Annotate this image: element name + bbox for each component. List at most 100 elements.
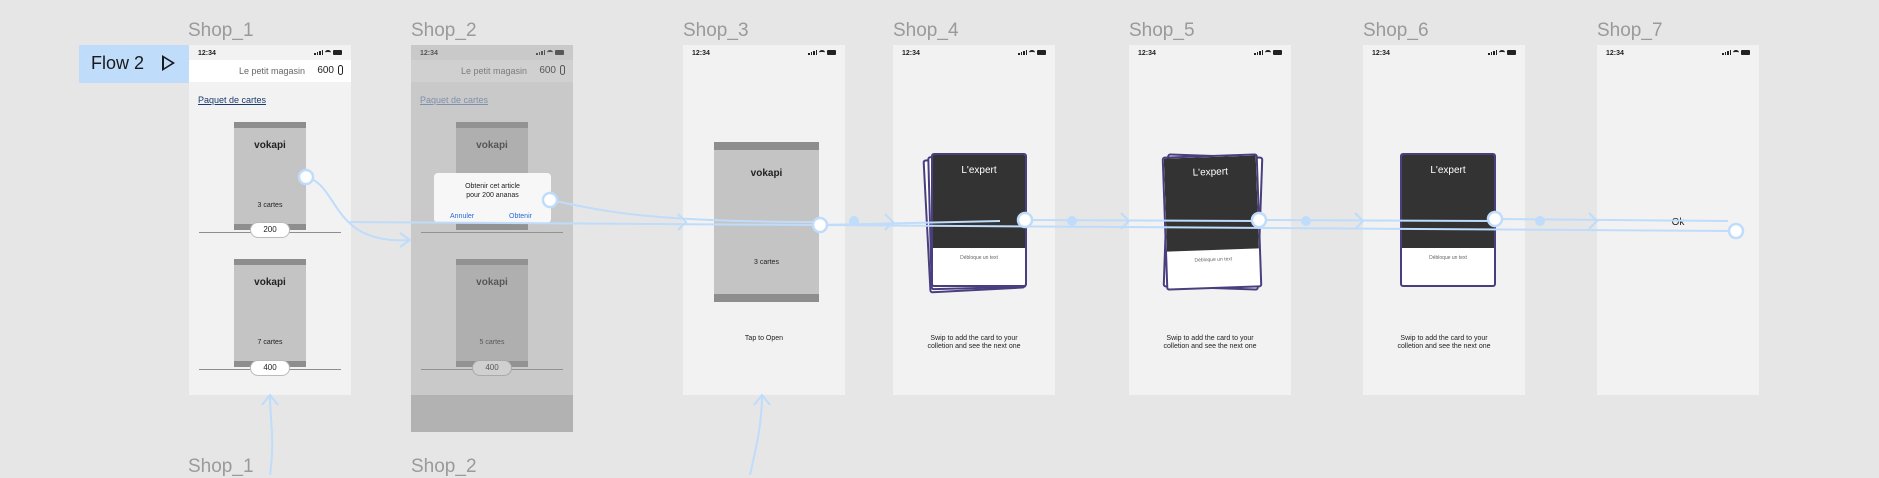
- frame-label-shop-2[interactable]: Shop_2: [411, 20, 477, 41]
- frame-label-shop-3[interactable]: Shop_3: [683, 20, 749, 41]
- status-time: 12:34: [1372, 50, 1390, 57]
- frame-label-shop-1-bottom[interactable]: Shop_1: [188, 456, 254, 477]
- signal-icon: [536, 50, 545, 55]
- pack-title: vokapi: [254, 140, 286, 151]
- dialog-message: pour 200 ananas: [466, 192, 519, 199]
- pack-title: vokapi: [750, 168, 783, 179]
- frame-label-shop-7[interactable]: Shop_7: [1597, 20, 1663, 41]
- pack-count: 7 cartes: [257, 339, 283, 346]
- screen-shop-5: 12:34 L'expert Débloque un text Swip to …: [1129, 45, 1291, 395]
- section-link[interactable]: Paquet de cartes: [198, 95, 267, 105]
- coin-icon: [560, 65, 565, 75]
- battery-icon: [333, 50, 342, 55]
- connector-node: [1067, 216, 1077, 226]
- caption-line: colletion and see the next one: [1397, 343, 1491, 350]
- frame-label-shop-2-bottom[interactable]: Shop_2: [411, 456, 477, 477]
- coin-balance: 600: [317, 65, 334, 76]
- arrow-head: [399, 232, 412, 248]
- signal-icon: [314, 50, 323, 55]
- pack-title: vokapi: [476, 140, 508, 151]
- pack-card[interactable]: vokapi 3 cartes: [714, 142, 819, 302]
- ok-button[interactable]: Ok: [1671, 217, 1685, 228]
- price-button[interactable]: 400: [251, 361, 289, 375]
- wifi-icon: [1499, 50, 1505, 55]
- screen-shop-4: 12:34 L'expert Débloque un text Swip to …: [893, 45, 1055, 395]
- card-desc: Débloque un text: [1429, 255, 1467, 261]
- card[interactable]: L'expert Débloque un text: [1400, 153, 1496, 287]
- connector-node: [1535, 216, 1545, 226]
- status-time: 12:34: [1606, 50, 1624, 57]
- frame-label-shop-6[interactable]: Shop_6: [1363, 20, 1429, 41]
- frame-label-shop-5[interactable]: Shop_5: [1129, 20, 1195, 41]
- pack-count: 3 cartes: [754, 259, 779, 266]
- wifi-icon: [325, 50, 331, 55]
- battery-icon: [827, 50, 836, 55]
- status-bar: 12:34: [189, 45, 351, 61]
- battery-icon: [1741, 50, 1750, 55]
- shop-header: Le petit magasin 600: [411, 60, 573, 82]
- connector-line: [269, 394, 274, 475]
- pack-card: vokapi 5 cartes: [456, 259, 528, 367]
- section-link: Paquet de cartes: [420, 95, 489, 105]
- battery-icon: [1273, 50, 1282, 55]
- wifi-icon: [547, 50, 553, 55]
- pack-card[interactable]: vokapi 3 cartes: [234, 122, 306, 230]
- connector-node: [849, 216, 859, 226]
- flow-name: Flow 2: [91, 53, 145, 73]
- card-desc: Débloque un text: [960, 255, 998, 261]
- shop-name: Le petit magasin: [238, 66, 305, 76]
- confirm-button[interactable]: Obtenir: [509, 213, 532, 220]
- shop-name: Le petit magasin: [460, 66, 527, 76]
- connector-node: [1301, 216, 1311, 226]
- frame-label-shop-4[interactable]: Shop_4: [893, 20, 959, 41]
- arrow-head: [1588, 212, 1599, 230]
- pack-title: vokapi: [254, 277, 286, 288]
- play-icon[interactable]: [162, 55, 175, 71]
- caption-line: colletion and see the next one: [1163, 343, 1257, 350]
- arrow-head: [1354, 212, 1365, 230]
- card-title: L'expert: [961, 165, 997, 176]
- status-bar: 12:34: [1363, 45, 1525, 61]
- status-bar: 12:34: [411, 45, 573, 61]
- coin-icon: [338, 65, 343, 75]
- screen-shop-6: 12:34 L'expert Débloque un text Swip to …: [1363, 45, 1525, 395]
- dialog-message: Obtenir cet article: [465, 183, 520, 190]
- price-button: 400: [473, 361, 511, 375]
- pack-count: 3 cartes: [257, 202, 283, 209]
- status-bar: 12:34: [1129, 45, 1291, 61]
- signal-icon: [1254, 50, 1263, 55]
- battery-icon: [1507, 50, 1516, 55]
- caption-line: Swip to add the card to your: [930, 335, 1018, 342]
- screen-shop-3: 12:34 vokapi 3 cartes Tap to Open: [683, 45, 845, 395]
- cancel-button[interactable]: Annuler: [450, 213, 475, 220]
- frame-label-shop-1[interactable]: Shop_1: [188, 20, 254, 41]
- pack-title: vokapi: [476, 277, 508, 288]
- card[interactable]: L'expert Débloque un text: [1161, 153, 1263, 291]
- battery-icon: [1037, 50, 1046, 55]
- arrow-head: [753, 393, 771, 406]
- card-desc: Débloque un text: [1194, 256, 1233, 264]
- status-time: 12:34: [902, 50, 920, 57]
- signal-icon: [1018, 50, 1027, 55]
- connector-line: [749, 394, 763, 475]
- screen-shop-7: 12:34 Ok: [1597, 45, 1759, 395]
- price-button[interactable]: 200: [251, 223, 289, 237]
- caption-line: Swip to add the card to your: [1400, 335, 1488, 342]
- status-time: 12:34: [420, 50, 438, 57]
- card-title: L'expert: [1430, 165, 1466, 176]
- modal-overlay[interactable]: [411, 45, 573, 432]
- flow-start-tag[interactable]: Flow 2: [79, 45, 189, 83]
- wifi-icon: [1029, 50, 1035, 55]
- coin-balance: 600: [539, 65, 556, 76]
- screen-shop-1: 12:34 Le petit magasin 600 Paquet de car…: [189, 45, 351, 395]
- tap-hint: Tap to Open: [744, 335, 784, 342]
- arrow-head: [884, 213, 895, 231]
- shop-header: Le petit magasin 600: [189, 60, 351, 82]
- status-bar: 12:34: [893, 45, 1055, 61]
- pack-count: 5 cartes: [479, 339, 505, 346]
- card[interactable]: L'expert Débloque un text: [931, 153, 1027, 287]
- status-bar: 12:34: [1597, 45, 1759, 61]
- pack-card[interactable]: vokapi 7 cartes: [234, 259, 306, 367]
